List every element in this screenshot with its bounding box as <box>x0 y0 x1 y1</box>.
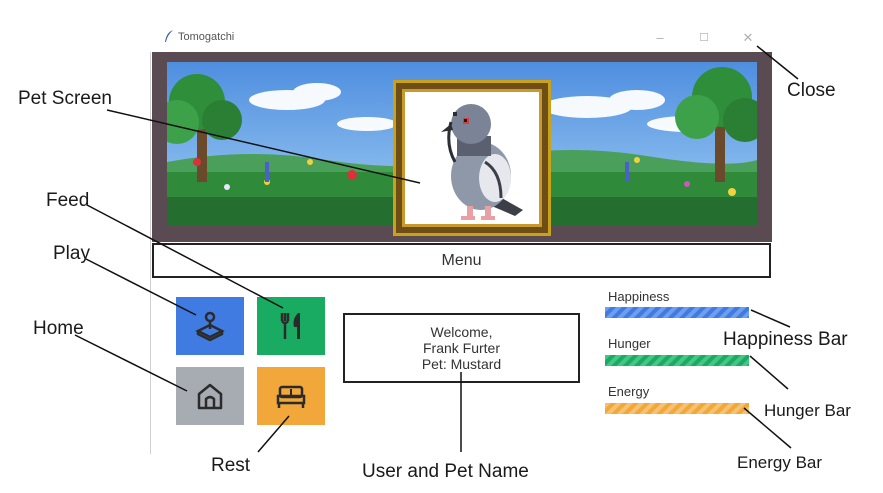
window-title: Tomogatchi <box>178 31 235 43</box>
bed-icon <box>276 385 306 408</box>
welcome-line: Welcome, <box>430 324 493 340</box>
user-pet-name-panel: Welcome, Frank Furter Pet: Mustard <box>343 313 580 383</box>
energy-label: Energy <box>608 384 650 399</box>
user-name: Frank Furter <box>422 340 500 356</box>
rest-button[interactable] <box>257 367 325 425</box>
annotation-play: Play <box>53 243 90 264</box>
hunger-bar-fill <box>605 355 749 366</box>
fork-knife-icon <box>280 313 300 339</box>
energy-bar <box>605 403 749 414</box>
annotation-feed: Feed <box>46 190 90 211</box>
feed-button[interactable] <box>257 297 325 355</box>
joystick-icon <box>195 311 225 342</box>
menu-button[interactable]: Menu <box>152 243 771 278</box>
home-button[interactable] <box>176 367 244 425</box>
energy-bar-fill <box>605 403 749 414</box>
minimize-button[interactable]: – <box>656 30 664 45</box>
annotation-home: Home <box>33 318 84 339</box>
close-button[interactable]: ✕ <box>742 30 754 45</box>
annotation-hunger-bar: Hunger Bar <box>764 401 851 420</box>
pigeon-pet-sprite <box>441 104 523 220</box>
happiness-label: Happiness <box>608 289 670 304</box>
play-button[interactable] <box>176 297 244 355</box>
annotation-close: Close <box>787 80 836 101</box>
annotation-happiness-bar: Happiness Bar <box>723 329 848 350</box>
title-bar <box>150 24 776 52</box>
maximize-button[interactable]: ☐ <box>699 32 709 44</box>
hunger-bar <box>605 355 749 366</box>
happiness-bar <box>605 307 749 318</box>
annotation-rest: Rest <box>211 455 251 476</box>
house-icon <box>197 383 223 410</box>
pet-name: Pet: Mustard <box>421 356 502 372</box>
annotation-pet-screen: Pet Screen <box>18 88 112 109</box>
hunger-label: Hunger <box>608 336 651 351</box>
feather-app-icon <box>165 30 173 42</box>
happiness-bar-fill <box>605 307 749 318</box>
annotation-energy-bar: Energy Bar <box>737 453 823 472</box>
annotation-user-pet-name: User and Pet Name <box>362 461 529 482</box>
